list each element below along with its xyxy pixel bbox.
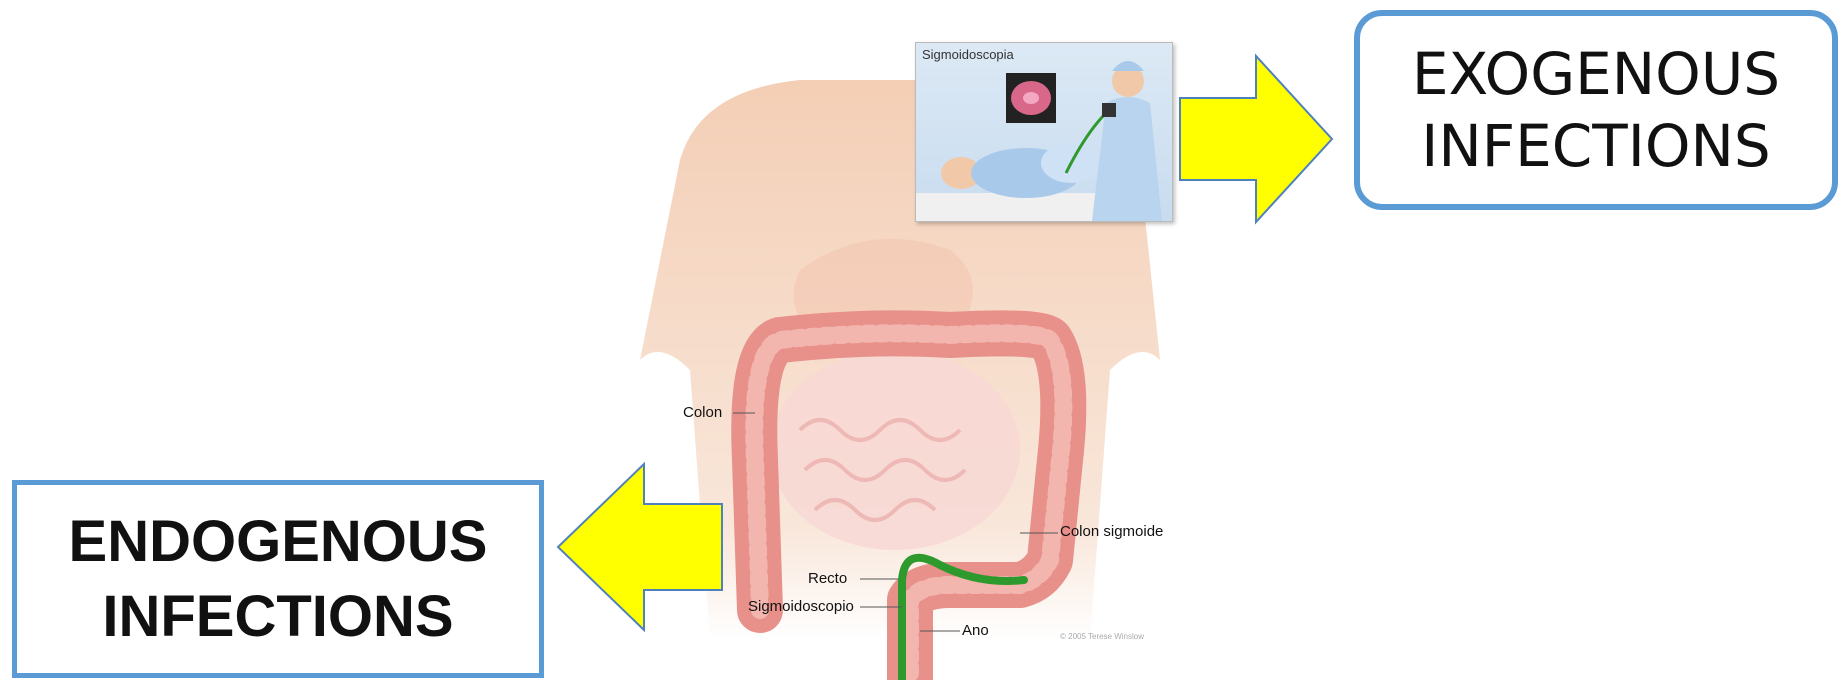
copyright-text: © 2005 Terese Winslow [1060, 632, 1144, 641]
label-recto: Recto [808, 570, 847, 587]
label-sigmoidoscopio: Sigmoidoscopio [748, 598, 854, 615]
small-intestine [770, 350, 1020, 550]
label-ano: Ano [962, 622, 989, 639]
exogenous-line2: INFECTIONS [1421, 110, 1770, 183]
exogenous-line1: EXOGENOUS [1412, 38, 1780, 111]
label-colon-sigmoide: Colon sigmoide [1060, 523, 1178, 540]
procedure-inset: Sigmoidoscopia [915, 42, 1173, 222]
endogenous-line2: INFECTIONS [102, 579, 453, 654]
endogenous-infections-box: ENDOGENOUS INFECTIONS [12, 480, 544, 678]
procedure-scene [916, 43, 1172, 221]
exogenous-infections-box: EXOGENOUS INFECTIONS [1354, 10, 1838, 210]
label-colon: Colon [683, 404, 722, 421]
arrow-left [556, 462, 726, 632]
endogenous-line1: ENDOGENOUS [69, 504, 488, 579]
arrow-right [1176, 52, 1336, 226]
